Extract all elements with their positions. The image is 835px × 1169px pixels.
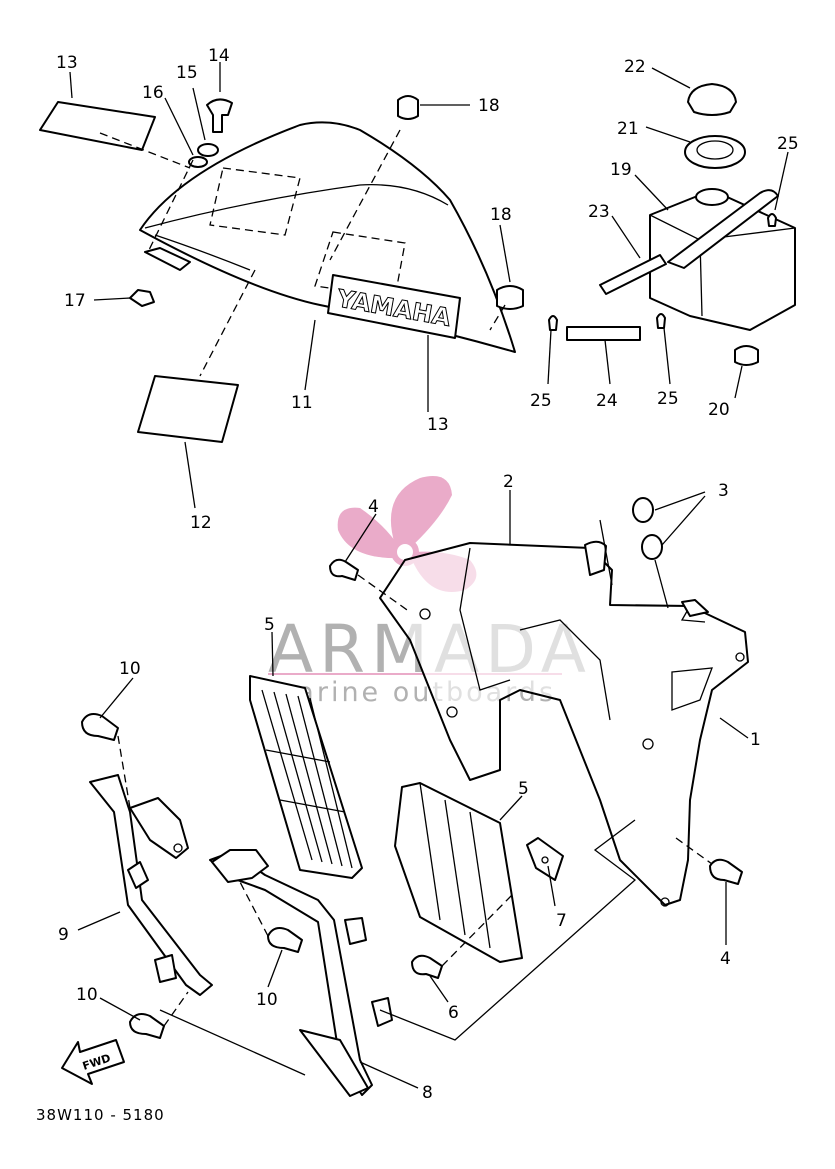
bracket-shroud: [144, 247, 191, 271]
callout-7: 7: [556, 911, 567, 931]
callout-2: 2: [503, 472, 514, 492]
bolt-4-lower: [709, 858, 743, 885]
hose-23: [599, 254, 667, 295]
callout-15: 15: [176, 63, 198, 83]
louver-group-right: [394, 782, 564, 979]
reservoir-assembly: [548, 83, 796, 366]
bolt-10-mid: [267, 927, 303, 953]
grommet-18-lower: [496, 285, 524, 310]
callout-8: 8: [422, 1083, 433, 1103]
bracket-7: [526, 837, 564, 881]
callout-25-mid: 25: [657, 389, 679, 409]
bolt-4-upper: [329, 558, 359, 581]
callout-12: 12: [190, 513, 212, 533]
callout-14: 14: [208, 46, 230, 66]
callout-1: 1: [750, 730, 761, 750]
clip-25b: [656, 313, 666, 329]
diagram-code: 38W110 - 5180: [36, 1106, 165, 1124]
louver-5-right: [394, 782, 523, 963]
callout-10-upper: 10: [119, 659, 141, 679]
bolt-10-upper: [81, 713, 119, 741]
callout-10-lower: 10: [76, 985, 98, 1005]
fwd-arrow: FWD: [61, 1039, 125, 1085]
grommet-3b: [641, 534, 663, 560]
callout-18-lower: 18: [490, 205, 512, 225]
clip-25c: [767, 213, 777, 227]
decal-13-upper: [39, 101, 156, 151]
guard-assembly: [81, 713, 637, 1097]
nut-17: [129, 289, 155, 307]
seal-21: [684, 135, 746, 169]
washer-15: [197, 143, 219, 157]
shroud-1: [379, 542, 749, 906]
callout-16: 16: [142, 83, 164, 103]
bolt-10-lower: [129, 1013, 165, 1039]
callout-22: 22: [624, 57, 646, 77]
louver-5-left: [249, 675, 363, 879]
leader-lines: [69, 62, 789, 1089]
callout-20: 20: [708, 400, 730, 420]
callout-11: 11: [291, 393, 313, 413]
callout-3: 3: [718, 481, 729, 501]
callout-23: 23: [588, 202, 610, 222]
callout-25-right: 25: [777, 134, 799, 154]
callout-5-right: 5: [518, 779, 529, 799]
callout-21: 21: [617, 119, 639, 139]
callout-10-mid: 10: [256, 990, 278, 1010]
callout-13-lower: 13: [427, 415, 449, 435]
callout-5-left: 5: [264, 615, 275, 635]
callout-labels: 13 14 15 16 17 18 18 11 13 12 22 21 19 2…: [56, 46, 799, 1103]
callout-19: 19: [610, 160, 632, 180]
radiator-shroud-assembly: [329, 497, 749, 907]
strip-24: [566, 326, 641, 341]
washer-16: [188, 156, 208, 168]
grommet-18-upper: [397, 95, 419, 120]
grommet-3a: [632, 497, 654, 523]
guard-9: [89, 774, 213, 996]
callout-25-left: 25: [530, 391, 552, 411]
decal-12: [137, 375, 239, 443]
cap-22: [687, 83, 737, 116]
grommet-20: [734, 345, 759, 366]
louver-group-left: [249, 675, 363, 879]
callout-13-upper: 13: [56, 53, 78, 73]
callout-4-lower: 4: [720, 949, 731, 969]
callout-9: 9: [58, 925, 69, 945]
clip-25a: [548, 315, 558, 331]
bolt-14: [206, 98, 233, 133]
callout-6: 6: [448, 1003, 459, 1023]
shroud-assembly: YAMAHA: [39, 95, 524, 443]
callout-24: 24: [596, 391, 618, 411]
callout-4-upper: 4: [368, 497, 379, 517]
callout-18-upper: 18: [478, 96, 500, 116]
bolt-6: [411, 954, 443, 979]
callout-17: 17: [64, 291, 86, 311]
